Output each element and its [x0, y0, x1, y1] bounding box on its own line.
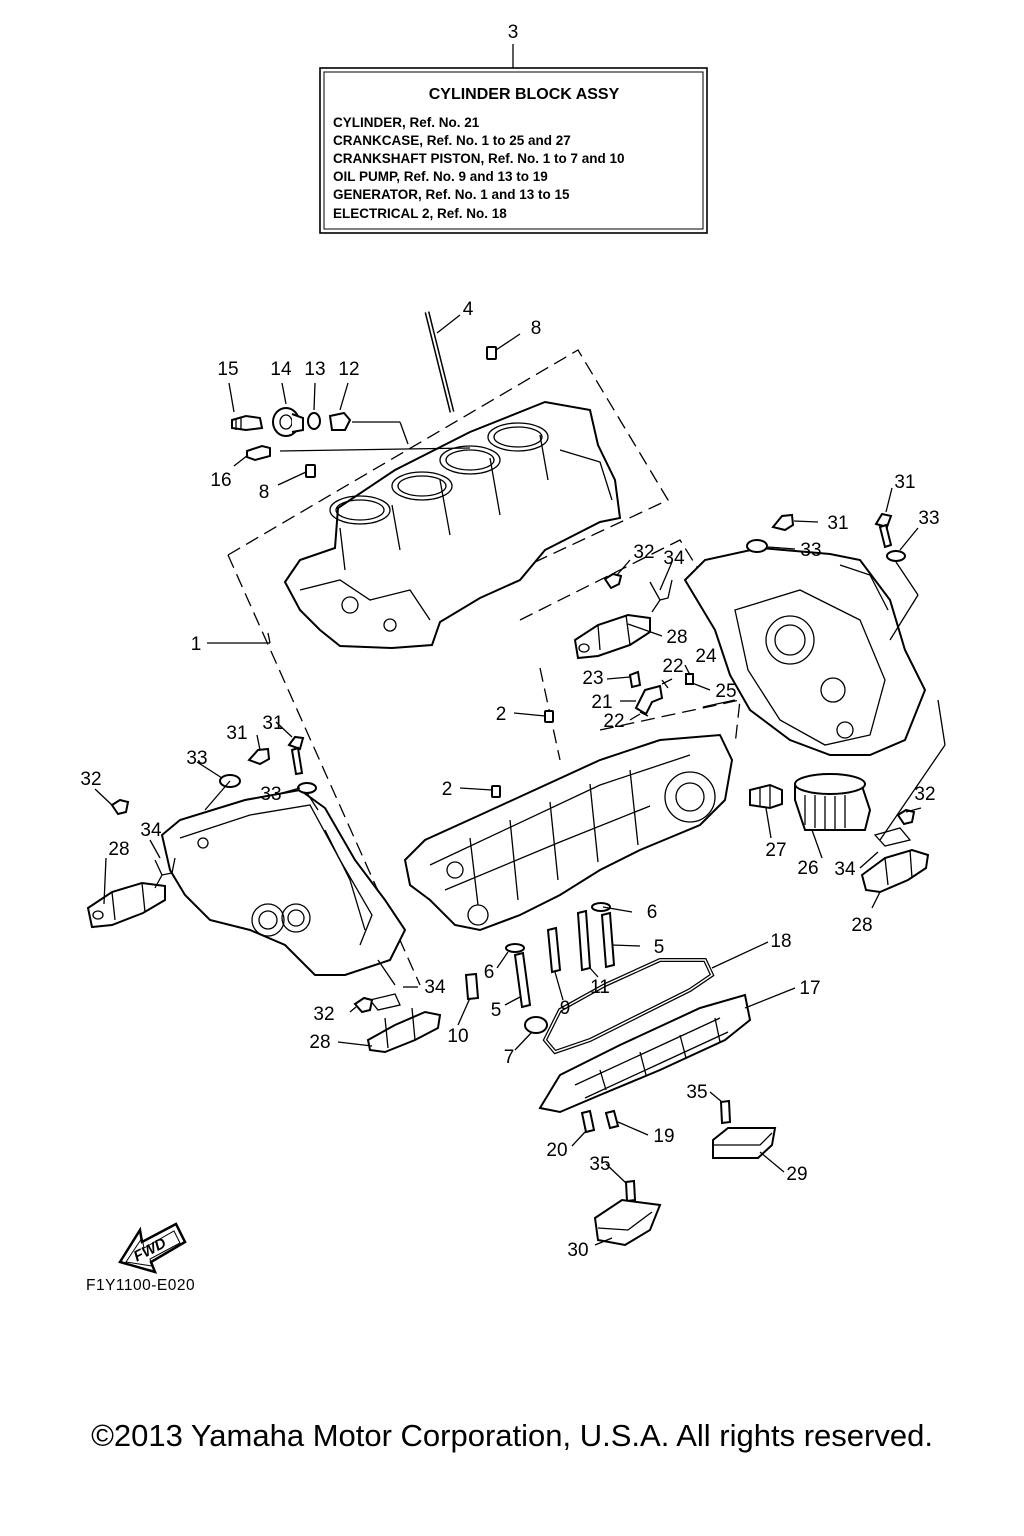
- callout-13[interactable]: 13: [304, 359, 325, 380]
- callout-4[interactable]: 4: [463, 299, 474, 320]
- leader-lines: [94, 314, 946, 1246]
- callout-5[interactable]: 5: [654, 937, 665, 958]
- callout-1[interactable]: 1: [191, 634, 202, 655]
- callout-26[interactable]: 26: [797, 858, 818, 879]
- callout-3[interactable]: 3: [508, 22, 519, 43]
- callout-32[interactable]: 32: [80, 769, 101, 790]
- callout-35[interactable]: 35: [589, 1154, 610, 1175]
- callout-34[interactable]: 34: [834, 859, 856, 880]
- callout-28[interactable]: 28: [666, 627, 687, 648]
- oil-pan-bolts[interactable]: [580, 1099, 732, 1203]
- engine-mount[interactable]: [86, 881, 166, 929]
- callout-23[interactable]: 23: [582, 668, 603, 689]
- assembly-legend: 3 CYLINDER BLOCK ASSY CYLINDER, Ref. No.…: [319, 22, 708, 234]
- cover-bolts-washers[interactable]: [110, 512, 916, 1014]
- diagram-code: F1Y1100-E020: [86, 1277, 195, 1294]
- callout-28[interactable]: 28: [108, 839, 129, 860]
- callout-18[interactable]: 18: [770, 931, 791, 952]
- right-side-cover[interactable]: [683, 546, 927, 756]
- callout-34[interactable]: 34: [424, 977, 446, 998]
- callout-labels: 1 2 2 4 5 5 6 6 7 8 8 9 10 11 12 13 14 1…: [80, 299, 939, 1261]
- callout-34[interactable]: 34: [140, 820, 162, 841]
- legend-line: CRANKSHAFT PISTON, Ref. No. 1 to 7 and 1…: [333, 151, 625, 166]
- callout-2[interactable]: 2: [442, 779, 453, 800]
- engine-mount[interactable]: [573, 613, 651, 660]
- callout-35[interactable]: 35: [686, 1082, 707, 1103]
- callout-14[interactable]: 14: [270, 359, 292, 380]
- callout-9[interactable]: 9: [560, 998, 571, 1019]
- callout-30[interactable]: 30: [567, 1240, 588, 1261]
- callout-32[interactable]: 32: [633, 542, 654, 563]
- engine-mount[interactable]: [860, 848, 930, 894]
- callout-32[interactable]: 32: [313, 1004, 334, 1025]
- forward-arrow: FWD: [118, 1222, 187, 1274]
- copyright-notice: ©2013 Yamaha Motor Corporation, U.S.A. A…: [91, 1418, 933, 1453]
- callout-33[interactable]: 33: [918, 508, 939, 529]
- callout-12[interactable]: 12: [338, 359, 359, 380]
- generator-fasteners[interactable]: [231, 407, 352, 462]
- callout-11[interactable]: 11: [590, 977, 610, 998]
- callout-15[interactable]: 15: [217, 359, 238, 380]
- callout-7[interactable]: 7: [504, 1047, 515, 1068]
- stud-bolt[interactable]: [424, 311, 455, 413]
- callout-22[interactable]: 22: [603, 711, 624, 732]
- callout-33[interactable]: 33: [260, 784, 281, 805]
- legend-title: CYLINDER BLOCK ASSY: [429, 86, 620, 103]
- callout-29[interactable]: 29: [786, 1164, 807, 1185]
- callout-33[interactable]: 33: [800, 540, 821, 561]
- dowel-pin[interactable]: [305, 346, 497, 478]
- legend-line: CYLINDER, Ref. No. 21: [333, 115, 480, 130]
- legend-line: GENERATOR, Ref. No. 1 and 13 to 15: [333, 187, 570, 202]
- callout-25[interactable]: 25: [715, 681, 736, 702]
- legend-line: OIL PUMP, Ref. No. 9 and 13 to 19: [333, 169, 548, 184]
- mount-clip[interactable]: [154, 579, 912, 1011]
- callout-16[interactable]: 16: [210, 470, 231, 491]
- gasket[interactable]: [542, 958, 715, 1055]
- callout-31[interactable]: 31: [894, 472, 915, 493]
- callout-28[interactable]: 28: [309, 1032, 330, 1053]
- engine-mount[interactable]: [366, 1007, 442, 1054]
- callout-31[interactable]: 31: [226, 723, 247, 744]
- bracket[interactable]: [712, 1127, 777, 1159]
- cylinder-block[interactable]: [283, 400, 622, 650]
- callout-33[interactable]: 33: [186, 748, 207, 769]
- callout-22[interactable]: 22: [662, 656, 683, 677]
- oil-fitting[interactable]: [749, 783, 783, 810]
- callout-8[interactable]: 8: [531, 318, 542, 339]
- oil-filter[interactable]: [794, 773, 872, 831]
- callout-8[interactable]: 8: [259, 482, 270, 503]
- callout-32[interactable]: 32: [914, 784, 935, 805]
- oil-pan[interactable]: [538, 993, 752, 1114]
- callout-6[interactable]: 6: [647, 902, 658, 923]
- crankcase-pins-fittings[interactable]: [491, 670, 694, 798]
- callout-10[interactable]: 10: [447, 1026, 468, 1047]
- callout-28[interactable]: 28: [851, 915, 872, 936]
- callout-24[interactable]: 24: [695, 646, 717, 667]
- callout-19[interactable]: 19: [653, 1126, 674, 1147]
- legend-line: ELECTRICAL 2, Ref. No. 18: [333, 206, 507, 221]
- callout-21[interactable]: 21: [591, 692, 612, 713]
- callout-6[interactable]: 6: [484, 962, 495, 983]
- left-side-cover[interactable]: [160, 788, 407, 976]
- callout-31[interactable]: 31: [827, 513, 848, 534]
- callout-34[interactable]: 34: [663, 548, 685, 569]
- crankcase[interactable]: [403, 733, 734, 932]
- callout-17[interactable]: 17: [799, 978, 820, 999]
- legend-line: CRANKCASE, Ref. No. 1 to 25 and 27: [333, 133, 571, 148]
- callout-27[interactable]: 27: [765, 840, 786, 861]
- callout-2[interactable]: 2: [496, 704, 507, 725]
- callout-20[interactable]: 20: [546, 1140, 567, 1161]
- crankcase-bolts[interactable]: [464, 902, 616, 1034]
- bracket[interactable]: [593, 1198, 662, 1247]
- callout-5[interactable]: 5: [491, 1000, 502, 1021]
- callout-31[interactable]: 31: [262, 713, 283, 734]
